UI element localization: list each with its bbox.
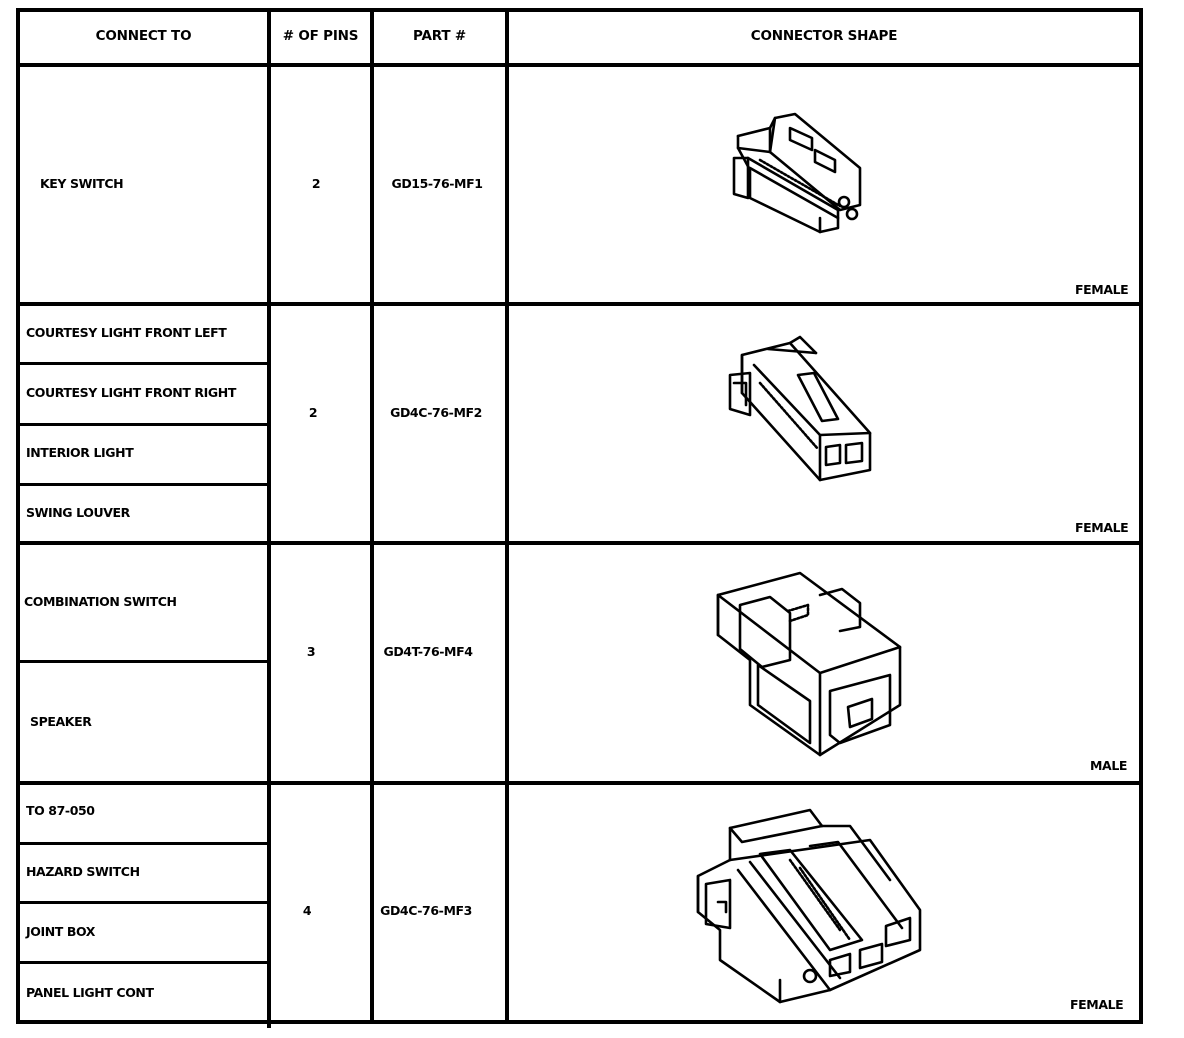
connector-2pin-key-switch-icon [732,112,862,234]
header-connect-to: CONNECT TO [95,28,192,44]
connect-to-swing-louver: SWING LOUVER [26,505,130,520]
connect-to-speaker: SPEAKER [30,714,92,729]
gender-row-2: FEMALE [1075,520,1129,535]
pins-row-3: 3 [306,644,316,659]
connect-to-combination-switch: COMBINATION SWITCH [24,594,177,609]
connect-to-panel-light-cont: PANEL LIGHT CONT [26,985,154,1000]
connect-to-joint-box: JOINT BOX [26,924,96,939]
pins-row-2: 2 [308,405,318,420]
connector-2pin-female-icon [728,335,872,482]
connect-to-87-050: TO 87-050 [26,803,95,818]
connect-to-hazard-switch: HAZARD SWITCH [26,864,140,879]
connect-to-interior-light: INTERIOR LIGHT [26,445,134,460]
connect-to-key-switch: KEY SWITCH [40,176,124,191]
part-row-3: GD4T-76-MF4 [383,644,473,659]
connector-4pin-female-icon [696,808,922,1004]
header-shape: CONNECTOR SHAPE [750,28,898,44]
pins-row-1: 2 [311,176,321,191]
part-row-1: GD15-76-MF1 [391,176,483,191]
gender-row-1: FEMALE [1075,282,1129,297]
gender-row-3: MALE [1090,758,1128,773]
part-row-4: GD4C-76-MF3 [380,903,472,918]
connector-3pin-male-icon [716,571,902,757]
gender-row-4: FEMALE [1070,997,1124,1012]
header-part: PART # [413,28,466,44]
connect-to-courtesy-light-front-left: COURTESY LIGHT FRONT LEFT [26,325,227,340]
part-row-2: GD4C-76-MF2 [390,405,482,420]
pins-row-4: 4 [302,903,312,918]
header-pins: # OF PINS [282,28,359,44]
connect-to-courtesy-light-front-right: COURTESY LIGHT FRONT RIGHT [26,385,236,400]
